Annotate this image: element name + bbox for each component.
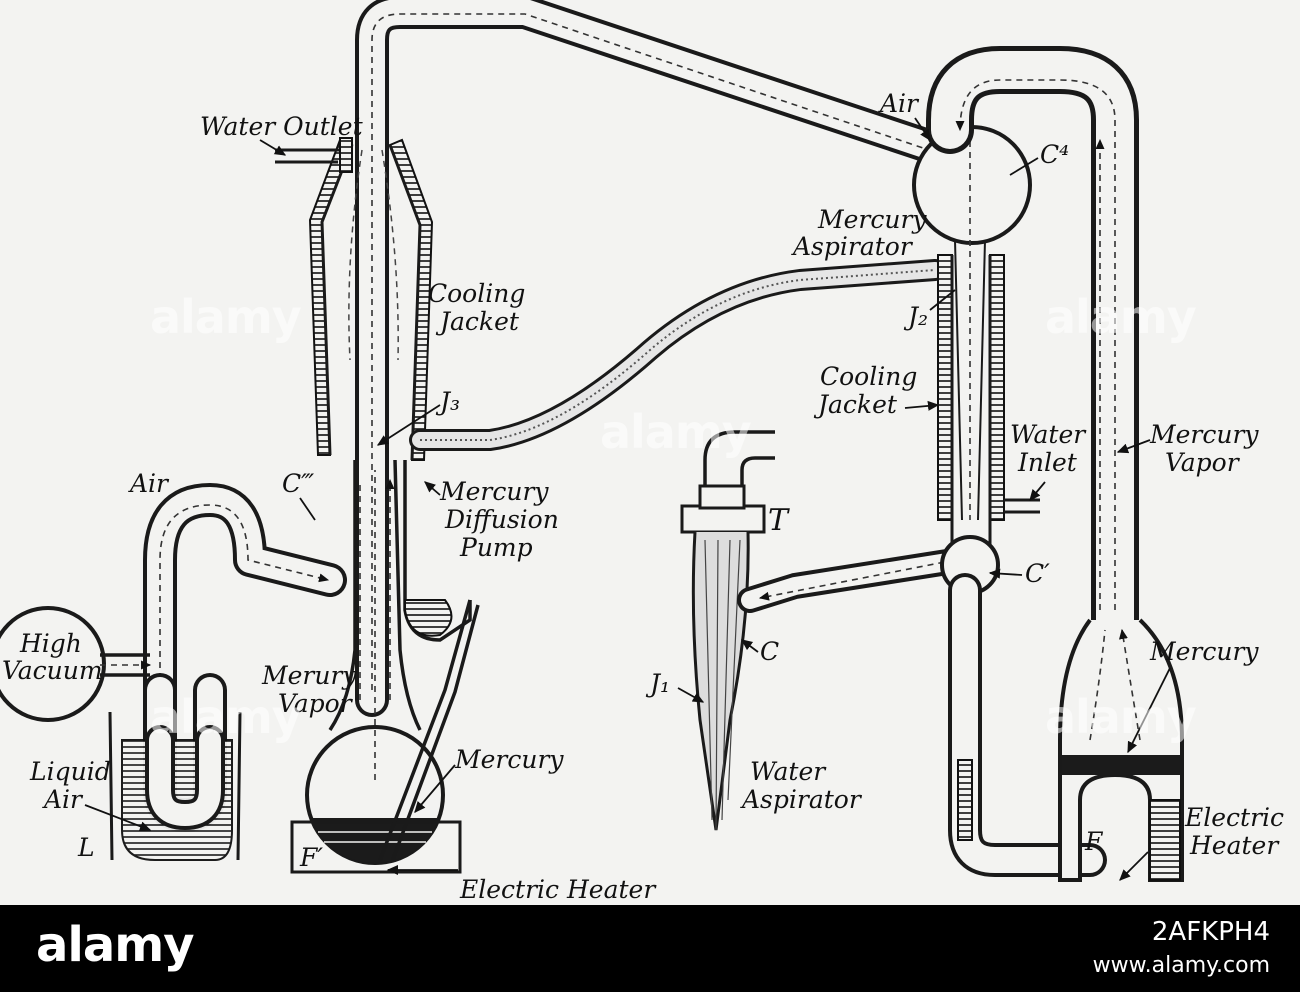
- alamy-logo[interactable]: alamy: [36, 917, 195, 973]
- watermark-logo: alamy: [1045, 690, 1197, 744]
- svg-text:C‴: C‴: [282, 469, 314, 498]
- label-j3: J₃: [376, 387, 460, 446]
- svg-text:Diffusion: Diffusion: [444, 505, 559, 534]
- svg-text:Vapor: Vapor: [278, 689, 354, 718]
- label-electric-heater-right: Electric Heater: [1184, 803, 1284, 860]
- label-mercury-right: Mercury: [1127, 637, 1259, 754]
- label-mercury-vapor-right: Mercury Vapor: [1116, 420, 1259, 477]
- svg-text:Mercury: Mercury: [1149, 420, 1259, 449]
- svg-text:Jacket: Jacket: [813, 390, 898, 419]
- label-water-outlet: Water Outlet: [200, 112, 364, 156]
- svg-text:C: C: [760, 637, 779, 666]
- label-cooling-jacket-left: Cooling Jacket: [428, 279, 525, 336]
- svg-text:J₃: J₃: [435, 387, 460, 416]
- svg-text:Mercury: Mercury: [1149, 637, 1259, 666]
- svg-text:High: High: [19, 629, 82, 658]
- site-url[interactable]: www.alamy.com: [1092, 953, 1270, 978]
- svg-text:Merury: Merury: [261, 661, 357, 690]
- label-j1: J₁: [645, 669, 705, 703]
- water-outlet-pipe: [275, 137, 353, 173]
- svg-text:Mercury: Mercury: [817, 205, 927, 234]
- svg-text:Vacuum: Vacuum: [2, 656, 103, 685]
- label-f-prime: F′: [299, 843, 323, 872]
- watermark-logo: alamy: [150, 290, 302, 344]
- label-high-vacuum: High Vacuum: [2, 629, 103, 685]
- label-mercury-aspirator: Mercury Aspirator: [791, 205, 927, 261]
- diffusion-pump-body: [290, 459, 480, 874]
- svg-text:Cooling: Cooling: [428, 279, 525, 308]
- watermark-logo: alamy: [600, 405, 752, 459]
- svg-text:Cooling: Cooling: [820, 362, 917, 391]
- svg-text:Pump: Pump: [459, 533, 533, 562]
- apparatus-diagram: Water Outlet Air C⁴ Mercury Aspirator Co…: [0, 0, 1300, 905]
- svg-text:J₂: J₂: [903, 302, 928, 331]
- right-vapor-loop: [926, 46, 1184, 882]
- svg-text:Water: Water: [1010, 420, 1087, 449]
- left-cooling-jacket: [308, 138, 434, 461]
- label-f: F: [1084, 827, 1149, 881]
- label-liquid-air: Liquid Air: [29, 757, 152, 832]
- svg-text:C′: C′: [1025, 559, 1050, 588]
- svg-text:J₁: J₁: [645, 669, 670, 698]
- label-water-inlet: Water Inlet: [1010, 420, 1087, 501]
- label-electric-heater-left: Electric Heater: [386, 864, 657, 904]
- svg-text:Heater: Heater: [1189, 831, 1280, 860]
- stock-footer-bar: alamy 2AFKPH4 www.alamy.com: [0, 905, 1300, 992]
- left-air-trap: [0, 483, 347, 861]
- svg-text:F: F: [1084, 827, 1104, 856]
- svg-text:Mercury: Mercury: [439, 477, 549, 506]
- water-aspirator: [680, 430, 973, 831]
- svg-text:Electric Heater: Electric Heater: [459, 875, 657, 904]
- label-j2: J₂: [903, 289, 956, 331]
- label-t: T: [768, 503, 790, 538]
- svg-text:Aspirator: Aspirator: [791, 232, 914, 261]
- label-c-prime: C′: [988, 559, 1050, 588]
- svg-text:Air: Air: [878, 89, 920, 118]
- svg-text:Air: Air: [128, 469, 170, 498]
- svg-text:Liquid: Liquid: [29, 757, 111, 786]
- label-cooling-jacket-right: Cooling Jacket: [813, 362, 940, 419]
- svg-text:Air: Air: [42, 785, 84, 814]
- svg-text:Inlet: Inlet: [1017, 448, 1078, 477]
- label-l: L: [77, 833, 95, 862]
- label-c-triple-prime: C‴: [282, 469, 316, 521]
- mercury-aspirator-column: [912, 125, 1107, 877]
- image-id: 2AFKPH4: [1151, 917, 1270, 947]
- svg-text:Water: Water: [750, 757, 827, 786]
- label-air-top: Air: [878, 89, 931, 142]
- svg-text:Mercury: Mercury: [454, 745, 564, 774]
- watermark-logo: alamy: [1045, 290, 1197, 344]
- svg-text:Vapor: Vapor: [1165, 448, 1241, 477]
- label-c-iv: C⁴: [1040, 140, 1069, 169]
- svg-text:Water Outlet: Water Outlet: [200, 112, 364, 141]
- s-connecting-tube: [409, 259, 946, 451]
- upper-connecting-tube: [355, 0, 957, 717]
- leader-c-iv: [1009, 157, 1039, 176]
- label-water-aspirator: Water Aspirator: [740, 757, 863, 814]
- watermark-logo: alamy: [150, 690, 302, 744]
- svg-text:Aspirator: Aspirator: [740, 785, 863, 814]
- svg-text:Electric: Electric: [1184, 803, 1284, 832]
- label-merury-vapor: Merury Vapor: [261, 661, 357, 718]
- svg-text:Jacket: Jacket: [435, 307, 520, 336]
- label-c: C: [740, 637, 779, 666]
- label-mercury-diffusion-pump: Mercury Diffusion Pump: [424, 477, 559, 562]
- label-mercury-left: Mercury: [414, 745, 564, 813]
- label-air-left: Air: [128, 469, 170, 498]
